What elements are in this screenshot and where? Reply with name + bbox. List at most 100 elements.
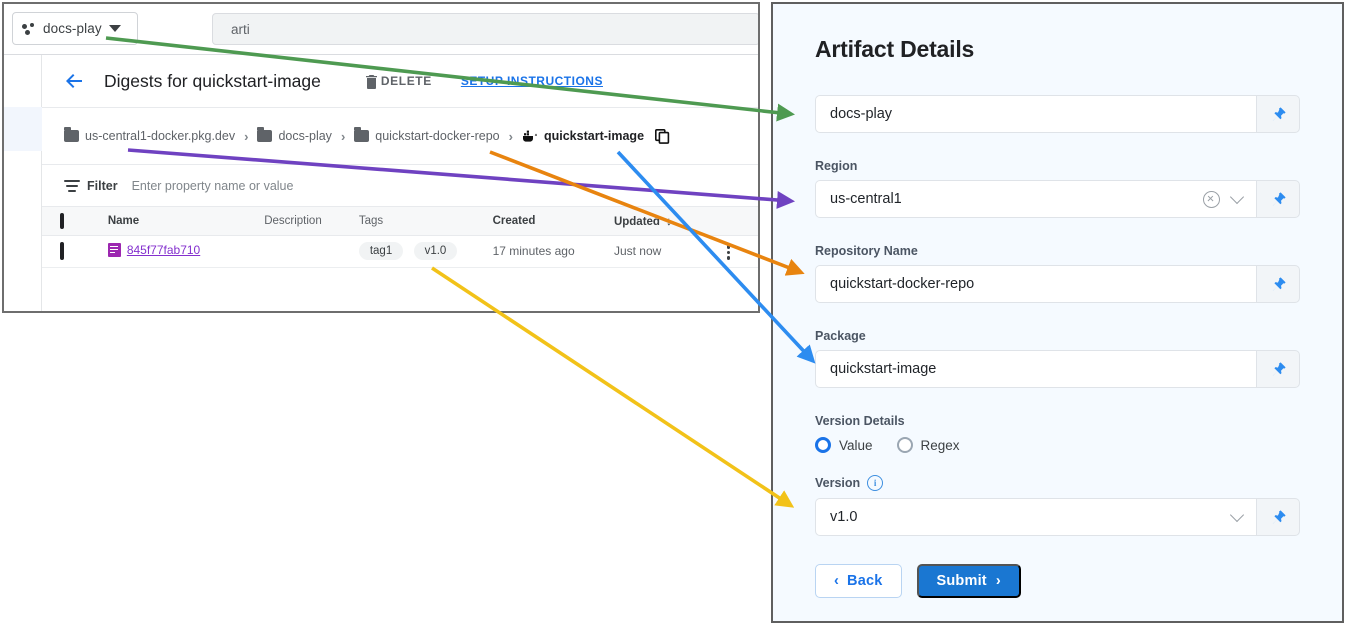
breadcrumb-item-registry[interactable]: us-central1-docker.pkg.dev [64, 127, 236, 143]
digests-table: Name Description Tags Created Updated↓ [42, 207, 758, 268]
pin-icon [1270, 361, 1287, 378]
version-details-radio-group: Value Regex [815, 437, 1300, 453]
copy-icon[interactable] [655, 128, 670, 144]
form-actions: ‹ Back Submit › [815, 564, 1300, 598]
region-input[interactable]: us-central1 [815, 180, 1256, 218]
back-arrow-icon[interactable] [62, 69, 86, 93]
setup-instructions-link[interactable]: SETUP INSTRUCTIONS [460, 74, 603, 88]
folder-icon [64, 127, 79, 142]
repository-field: quickstart-docker-repo [815, 265, 1300, 303]
breadcrumb-label: quickstart-docker-repo [375, 129, 500, 143]
breadcrumb-item-image: quickstart-image [522, 129, 644, 143]
breadcrumb-separator: › [340, 128, 346, 144]
repository-input[interactable]: quickstart-docker-repo [815, 265, 1256, 303]
region-field: us-central1 [815, 180, 1300, 218]
submit-chevron-icon: › [995, 573, 1001, 589]
column-header-tags[interactable]: Tags [358, 207, 493, 236]
column-header-updated[interactable]: Updated↓ [613, 207, 717, 236]
package-pin-button[interactable] [1256, 350, 1300, 388]
chevron-down-icon[interactable] [1229, 507, 1245, 523]
version-label: Version [815, 476, 861, 490]
delete-button-label: DELETE [380, 74, 432, 88]
breadcrumb-item-project[interactable]: docs-play [257, 127, 332, 143]
back-button-label: Back [847, 573, 883, 589]
breadcrumb-label: us-central1-docker.pkg.dev [85, 129, 236, 143]
clear-icon[interactable] [1203, 190, 1220, 208]
pin-icon [1270, 106, 1287, 123]
pin-icon [1270, 191, 1287, 208]
tag-badge[interactable]: v1.0 [413, 242, 458, 260]
page-header: Digests for quickstart-image DELETE SETU… [42, 55, 758, 108]
digest-link[interactable]: 845f77fab710 [107, 242, 200, 257]
info-icon[interactable]: i [867, 475, 884, 491]
package-label: Package [815, 329, 866, 343]
chevron-down-icon [108, 25, 121, 32]
left-nav-rail [4, 55, 42, 311]
project-input-value: docs-play [830, 106, 893, 122]
project-input[interactable]: docs-play [815, 95, 1256, 133]
search-input[interactable]: arti [212, 13, 758, 45]
version-pin-button[interactable] [1256, 498, 1300, 536]
row-select-cell [42, 235, 108, 267]
region-field-group: Region us-central1 [815, 159, 1300, 218]
delete-button[interactable]: DELETE [365, 74, 432, 89]
column-header-created[interactable]: Created [492, 207, 614, 236]
region-input-value: us-central1 [830, 191, 902, 207]
radio-option-value[interactable]: Value [815, 437, 873, 453]
docker-whale-icon [522, 130, 539, 143]
radio-option-regex[interactable]: Regex [896, 437, 960, 453]
project-dots-icon [21, 21, 37, 37]
row-tags-cell: tag1 v1.0 [358, 235, 493, 267]
search-input-value: arti [231, 21, 250, 37]
version-input[interactable]: v1.0 [815, 498, 1256, 536]
breadcrumb-label: quickstart-image [543, 129, 645, 143]
submit-button-label: Submit [936, 573, 987, 589]
filter-input-placeholder[interactable]: Enter property name or value [131, 178, 294, 193]
column-header-name[interactable]: Name [107, 207, 265, 236]
package-input[interactable]: quickstart-image [815, 350, 1256, 388]
region-label: Region [815, 159, 858, 173]
version-field: v1.0 [815, 498, 1300, 536]
breadcrumb-label: docs-play [278, 129, 332, 143]
left-nav-active-item[interactable] [4, 107, 42, 151]
artifact-details-form-panel: Artifact Details docs-play Region us-cen… [771, 2, 1344, 623]
project-pin-button[interactable] [1256, 95, 1300, 133]
row-updated-cell: Just now [613, 244, 662, 258]
back-chevron-icon: ‹ [834, 573, 840, 589]
digest-document-icon [107, 242, 121, 257]
package-field: quickstart-image [815, 350, 1300, 388]
breadcrumb-item-repository[interactable]: quickstart-docker-repo [354, 127, 500, 143]
breadcrumb-separator: › [508, 128, 513, 144]
folder-icon [257, 127, 273, 142]
page-header-actions: DELETE SETUP INSTRUCTIONS [365, 74, 603, 89]
repository-pin-button[interactable] [1256, 265, 1300, 303]
radio-value-indicator [815, 437, 831, 453]
project-selector[interactable]: docs-play [12, 12, 138, 45]
tag-badge[interactable]: tag1 [358, 242, 404, 260]
project-selector-label: docs-play [43, 21, 102, 36]
table-row[interactable]: 845f77fab710 tag1 v1.0 17 minutes ago Ju… [42, 235, 758, 267]
package-input-value: quickstart-image [830, 361, 937, 377]
back-button[interactable]: ‹ Back [815, 564, 902, 598]
filter-label: Filter [87, 178, 118, 193]
filter-bar[interactable]: Filter Enter property name or value [42, 165, 758, 207]
row-checkbox[interactable] [60, 242, 64, 260]
chevron-down-icon[interactable] [1229, 189, 1245, 205]
version-field-controls [1229, 507, 1245, 523]
row-created-cell: 17 minutes ago [492, 244, 575, 258]
version-input-value: v1.0 [830, 509, 858, 525]
row-name-cell: 845f77fab710 [107, 235, 264, 267]
page-title: Digests for quickstart-image [104, 70, 321, 91]
submit-button[interactable]: Submit › [916, 564, 1021, 598]
radio-regex-label: Regex [920, 437, 960, 453]
select-all-checkbox[interactable] [60, 212, 64, 229]
browser-top-bar: docs-play arti [4, 4, 758, 55]
radio-value-label: Value [839, 437, 873, 453]
form-title: Artifact Details [815, 36, 975, 62]
breadcrumb: us-central1-docker.pkg.dev › docs-play ›… [42, 108, 758, 165]
page-content: Digests for quickstart-image DELETE SETU… [42, 55, 758, 311]
column-header-actions [716, 207, 758, 236]
row-actions-cell [717, 235, 758, 267]
region-pin-button[interactable] [1256, 180, 1300, 218]
column-header-description[interactable]: Description [264, 207, 359, 236]
